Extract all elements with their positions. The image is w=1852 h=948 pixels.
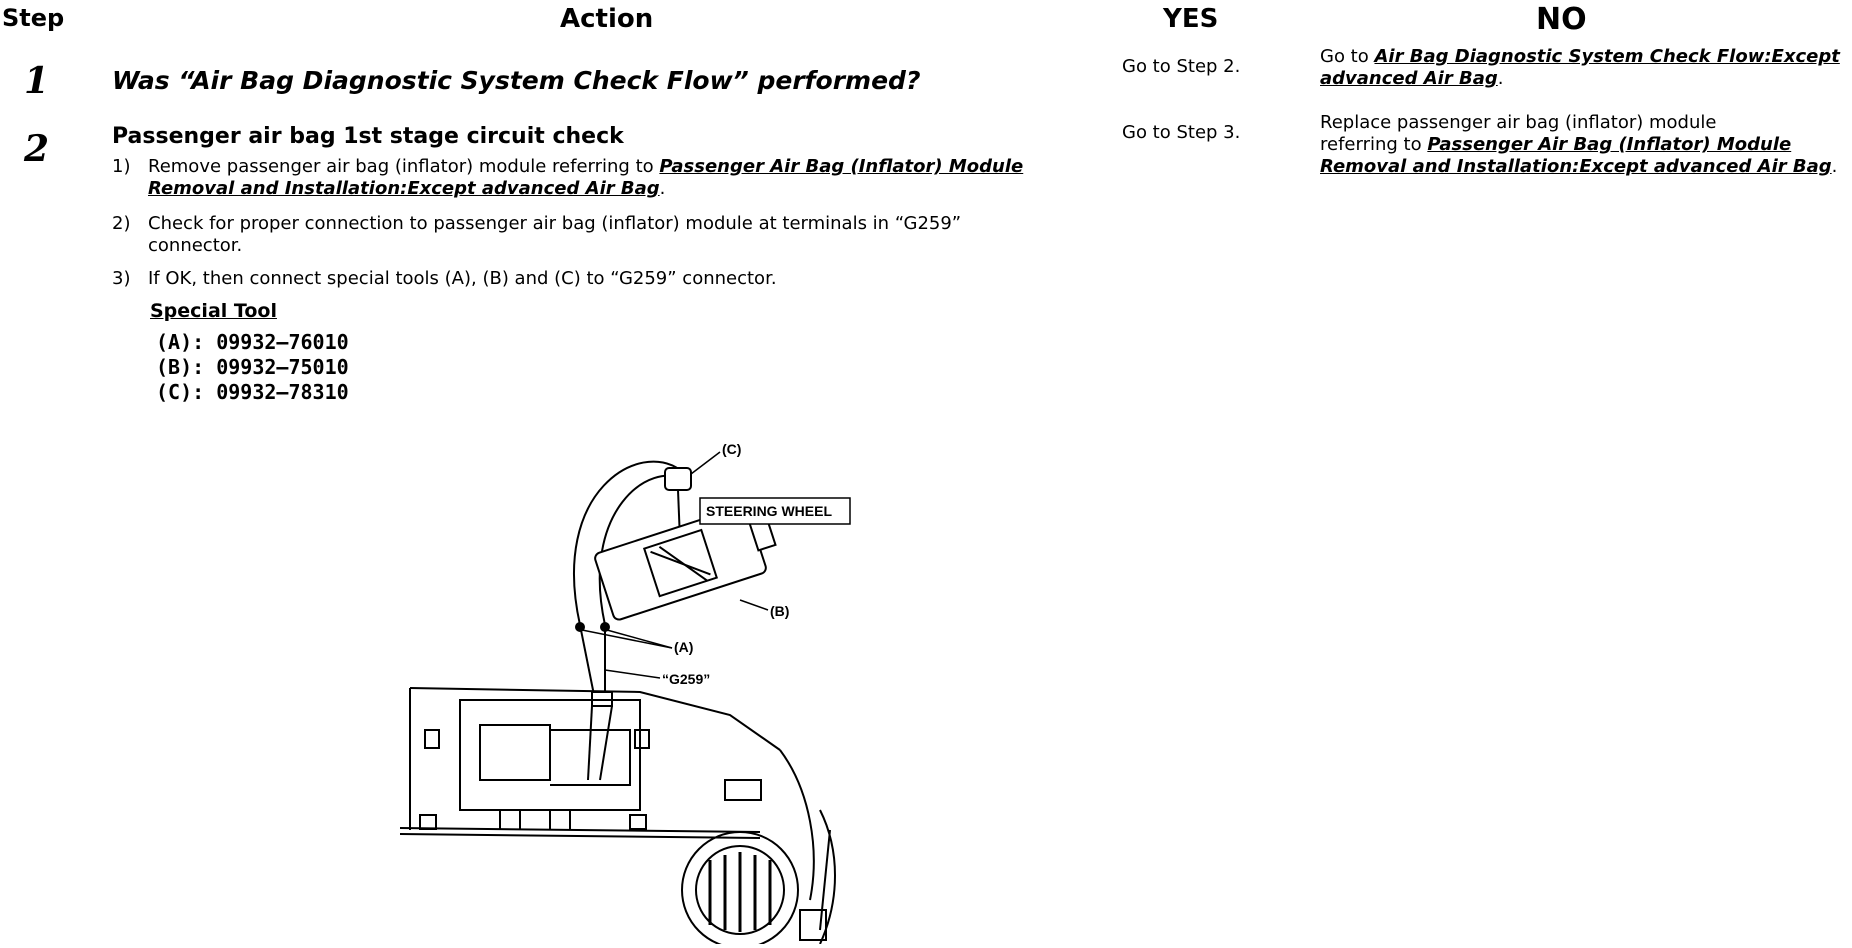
header-action: Action — [560, 4, 654, 34]
tool-a: (A): 09932–76010 — [156, 330, 349, 354]
header-yes: YES — [1163, 4, 1219, 34]
step-2-number: 2 — [24, 128, 50, 170]
step-2-item-2-line-1: Check for proper connection to passenger… — [148, 213, 962, 234]
step-1-question: Was “Air Bag Diagnostic System Check Flo… — [112, 66, 921, 95]
label-a: (A) — [674, 639, 693, 655]
step-2-item-1-link-cont[interactable]: Removal and Installation:Except advanced… — [148, 178, 660, 199]
step-2-item-1: Remove passenger air bag (inflator) modu… — [148, 156, 1023, 200]
step-2-no-cell: Replace passenger air bag (inflator) mod… — [1320, 112, 1837, 178]
step-1-yes-text: Go to Step 2. — [1122, 56, 1241, 77]
header-step: Step — [2, 4, 65, 32]
step-2-item-3-number: 3) — [112, 268, 131, 289]
label-connector: “G259” — [662, 671, 710, 687]
step-1-no-prefix: Go to — [1320, 46, 1375, 67]
step-2-item-2-number: 2) — [112, 213, 131, 234]
step-2-item-1-link[interactable]: Passenger Air Bag (Inflator) Module — [659, 156, 1024, 177]
step-1-no-suffix: . — [1497, 68, 1504, 89]
step-2-no-link-cont[interactable]: Removal and Installation:Except advanced… — [1320, 156, 1832, 177]
step-1-no-link-cont[interactable]: advanced Air Bag — [1320, 68, 1498, 89]
header-no: NO — [1536, 2, 1587, 37]
step-1-no-cell: Go to Air Bag Diagnostic System Check Fl… — [1320, 46, 1840, 90]
label-c: (C) — [722, 441, 741, 457]
connection-illustration: (C) (B) STEERING WHEEL (A) “G259” — [399, 430, 870, 948]
step-1-number: 1 — [24, 60, 50, 102]
label-steering-wheel: STEERING WHEEL — [706, 503, 832, 519]
step-2-item-2: Check for proper connection to passenger… — [148, 213, 961, 257]
step-1-no-link[interactable]: Air Bag Diagnostic System Check Flow:Exc… — [1374, 46, 1840, 67]
step-2-no-line-1: Replace passenger air bag (inflator) mod… — [1320, 112, 1717, 133]
tool-b: (B): 09932–75010 — [156, 355, 349, 379]
step-2-no-prefix: referring to — [1320, 134, 1428, 155]
step-2-item-2-line-2: connector. — [148, 235, 243, 256]
label-b: (B) — [770, 603, 789, 619]
step-2-item-1-text: Remove passenger air bag (inflator) modu… — [148, 156, 660, 177]
tool-c: (C): 09932–78310 — [156, 380, 349, 404]
step-2-item-1-suffix: . — [659, 178, 666, 199]
step-2-item-1-number: 1) — [112, 156, 131, 177]
step-2-no-suffix: . — [1831, 156, 1838, 177]
special-tool-label: Special Tool — [150, 300, 277, 322]
step-2-title: Passenger air bag 1st stage circuit chec… — [112, 124, 624, 149]
step-2-yes-text: Go to Step 3. — [1122, 122, 1241, 143]
step-2-item-3-text: If OK, then connect special tools (A), (… — [148, 268, 777, 289]
step-2-no-link[interactable]: Passenger Air Bag (Inflator) Module — [1427, 134, 1792, 155]
